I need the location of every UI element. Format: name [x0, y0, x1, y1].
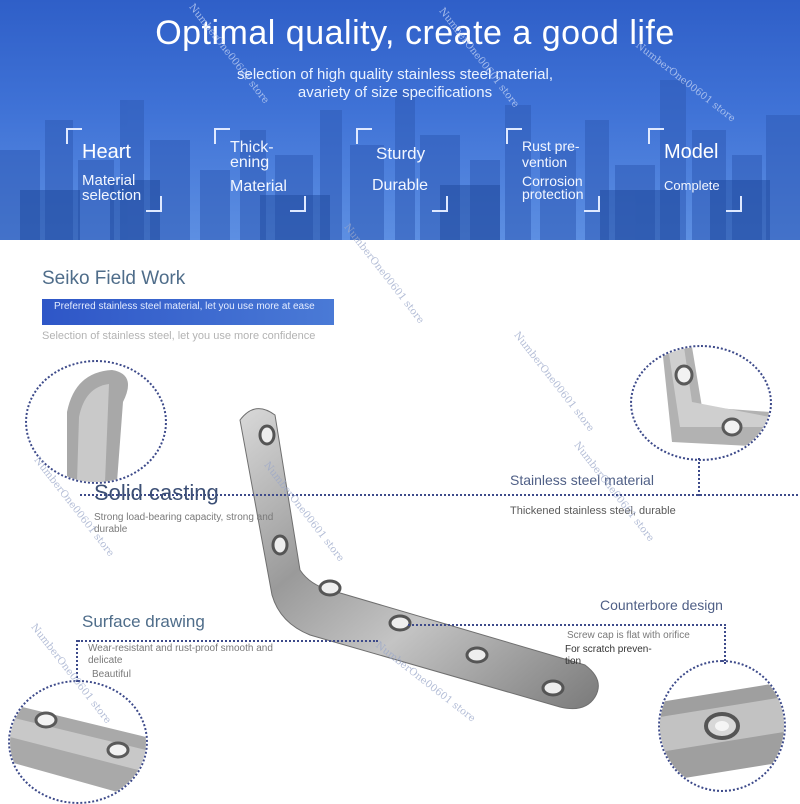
banner-subtitle: selection of high quality stainless stee… [0, 66, 790, 102]
card-line: Rust pre- [522, 138, 580, 154]
corner-closeup [662, 347, 770, 447]
card-title: Model [664, 141, 719, 163]
leader-line [724, 624, 726, 664]
feature-card-model: Model Complete [648, 128, 742, 212]
detail-circle-corner [630, 345, 772, 461]
banner-title: Optimal quality, create a good life [155, 14, 675, 52]
section-highlight-text: Preferred stainless steel material, let … [54, 301, 315, 312]
surface-closeup [10, 704, 146, 800]
leader-line [80, 494, 800, 496]
feature-card-rust-prevention: Rust pre- vention Corrosion protection [506, 128, 600, 212]
counterbore-extra-line1: For scratch preven- [565, 644, 652, 655]
feature-card-sturdy: Sturdy Durable [356, 128, 448, 212]
detail-circle-counterbore [658, 660, 786, 792]
solid-casting-desc: Strong load-bearing capacity, strong and… [94, 512, 274, 535]
angle-bracket-image [239, 408, 599, 710]
leader-line [78, 640, 378, 642]
hero-banner: Optimal quality, create a good life sele… [0, 0, 800, 240]
surface-drawing-title: Surface drawing [82, 612, 205, 631]
card-line: Durable [372, 177, 429, 194]
detail-circle-rounded-end [25, 360, 167, 484]
feature-card-heart: Heart Material selection [66, 128, 162, 212]
stainless-title: Stainless steel material [510, 472, 654, 488]
city-skyline-graphic [0, 80, 800, 240]
banner-subtitle-line2: avariety of size specifications [297, 84, 493, 101]
card-line: Corrosion [522, 173, 583, 189]
leader-line [698, 458, 700, 496]
counterbore-title: Counterbore design [600, 597, 723, 613]
leader-line [76, 640, 78, 682]
card-line: Thick- [230, 139, 274, 156]
solid-casting-title: Solid casting [94, 480, 219, 505]
card-line: Complete [664, 178, 720, 193]
section-title: Seiko Field Work [42, 268, 186, 289]
card-line: vention [522, 154, 568, 170]
card-line: Material [82, 172, 136, 189]
banner-subtitle-line1: selection of high quality stainless stee… [237, 66, 553, 83]
card-title: Heart [82, 141, 131, 163]
rounded-end-closeup [67, 370, 129, 482]
surface-drawing-extra: Beautiful [92, 669, 131, 680]
counterbore-extra-line2: tion [565, 656, 582, 667]
detail-circle-surface [8, 680, 148, 804]
counterbore-extra: For scratch preven- tion [565, 644, 652, 668]
counterbore-desc: Screw cap is flat with orifice [567, 630, 690, 641]
surface-drawing-desc: Wear-resistant and rust-proof smooth and… [88, 643, 273, 666]
card-line: protection [522, 186, 584, 202]
card-line: Material [230, 178, 287, 195]
card-line: ening [230, 154, 270, 171]
section-highlight-bar: Preferred stainless steel material, let … [42, 299, 334, 325]
feature-card-thickening: Thick- ening Material [214, 128, 306, 212]
card-line: selection [82, 187, 142, 204]
section-subtext: Selection of stainless steel, let you us… [42, 330, 316, 342]
counterbore-closeup [660, 682, 784, 782]
leader-line [408, 624, 726, 626]
card-line: Sturdy [376, 144, 426, 163]
stainless-desc: Thickened stainless steel, durable [510, 505, 676, 517]
